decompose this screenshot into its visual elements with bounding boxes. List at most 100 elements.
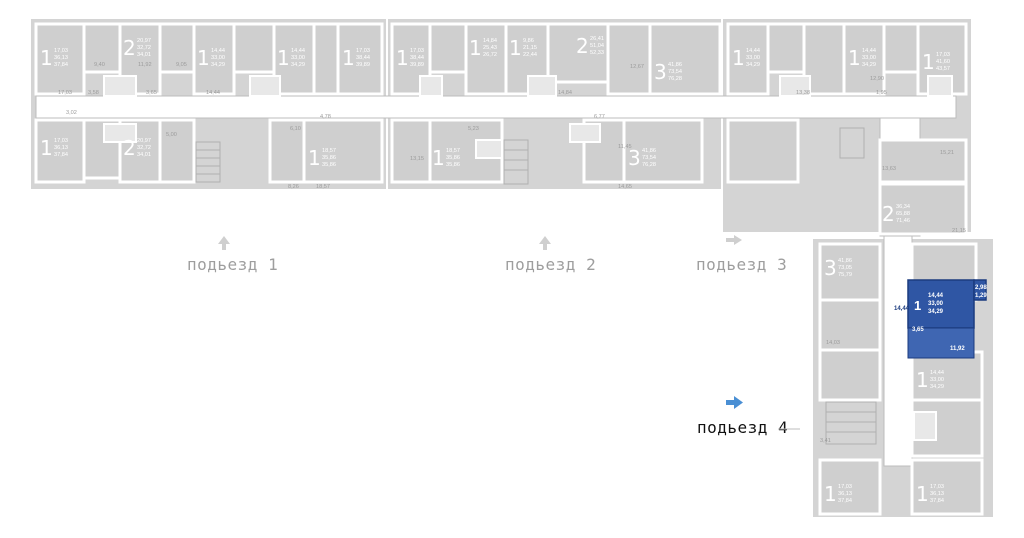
selected-room-count: 1 — [914, 298, 921, 313]
total-area: 38,44 — [356, 55, 370, 61]
top-row-cells — [34, 22, 968, 96]
living-area: 14,44 — [211, 48, 225, 54]
entrance-1-label[interactable]: подьезд 1 — [187, 255, 278, 274]
room-count: 1 — [277, 46, 290, 70]
room-count: 1 — [848, 46, 861, 70]
room-area-label: 5,23 — [468, 126, 479, 132]
total-area: 35,86 — [322, 155, 336, 161]
total-area: 33,00 — [211, 55, 225, 61]
room-area-label: 4,78 — [320, 114, 331, 120]
room-area-label: 11,45 — [618, 144, 632, 150]
living-area: 26,41 — [590, 36, 604, 42]
living-area: 14,44 — [862, 48, 876, 54]
living-area: 14,44 — [291, 48, 305, 54]
room-area-label: 3,58 — [88, 90, 99, 96]
living-area: 20,97 — [137, 38, 151, 44]
living-area: 17,03 — [54, 48, 68, 54]
room-area-label: 1,95 — [876, 90, 887, 96]
living-area: 17,03 — [838, 484, 852, 490]
full-area: 34,29 — [862, 62, 876, 68]
room-count: 2 — [123, 136, 136, 160]
living-area: 41,86 — [642, 148, 656, 154]
room-area-label: 17,03 — [58, 90, 72, 96]
full-area: 43,57 — [936, 66, 950, 72]
total-area: 38,44 — [410, 55, 424, 61]
room-area-label: 14,65 — [618, 184, 632, 190]
total-area: 51,04 — [590, 43, 604, 49]
room-area-label: 14,44 — [206, 90, 220, 96]
room-count: 1 — [40, 136, 53, 160]
full-area: 71,46 — [896, 218, 910, 224]
entrance-4-arrow-icon — [726, 396, 743, 409]
living-area: 17,03 — [930, 484, 944, 490]
entrance-4-label[interactable]: подьезд 4 — [697, 418, 788, 437]
room-count: 1 — [432, 146, 445, 170]
living-area: 17,03 — [410, 48, 424, 54]
living-area: 17,03 — [936, 52, 950, 58]
selected-apartment[interactable]: 1 14,44 33,00 34,29 14,44 3,65 11,92 2,9… — [894, 279, 987, 359]
full-area: 37,84 — [838, 498, 852, 504]
room-area-label: 14,84 — [558, 90, 572, 96]
selected-hall-area: 14,44 — [894, 306, 910, 312]
total-area: 33,00 — [862, 55, 876, 61]
selected-hallway-area: 3,65 — [912, 327, 924, 333]
room-area-label: 11,92 — [138, 62, 152, 68]
room-count: 3 — [654, 60, 667, 84]
room-area-label: 13,38 — [796, 90, 810, 96]
full-area: 34,29 — [291, 62, 305, 68]
room-area-label: 3,02 — [66, 110, 77, 116]
entrance-2-label[interactable]: подьезд 2 — [505, 255, 596, 274]
room-count: 1 — [916, 368, 929, 392]
room-count: 2 — [123, 36, 136, 60]
selected-full-area: 34,29 — [928, 309, 944, 315]
total-area: 73,54 — [668, 69, 682, 75]
room-count: 2 — [576, 34, 589, 58]
room-area-label: 3,65 — [146, 90, 157, 96]
living-area: 17,03 — [356, 48, 370, 54]
entrance-1-arrow-icon — [218, 236, 230, 250]
total-area: 65,88 — [896, 211, 910, 217]
full-area: 22,44 — [523, 52, 537, 58]
living-area: 41,86 — [838, 258, 852, 264]
room-area-label: 12,90 — [870, 76, 884, 82]
room-area-label: 6,77 — [594, 114, 605, 120]
room-count: 1 — [916, 482, 929, 506]
total-area: 73,05 — [838, 265, 852, 271]
room-area-label: 8,26 — [288, 184, 299, 190]
total-area: 36,13 — [54, 145, 68, 151]
room-area-label: 15,21 — [940, 150, 954, 156]
full-area: 34,29 — [746, 62, 760, 68]
room-area-label: 12,67 — [630, 64, 644, 70]
full-area: 76,28 — [642, 162, 656, 168]
entrance-3-label[interactable]: подьезд 3 — [696, 255, 787, 274]
living-area: 14,44 — [746, 48, 760, 54]
total-area: 35,86 — [446, 155, 460, 161]
room-count: 1 — [824, 482, 837, 506]
room-area-label: 9,40 — [94, 62, 105, 68]
